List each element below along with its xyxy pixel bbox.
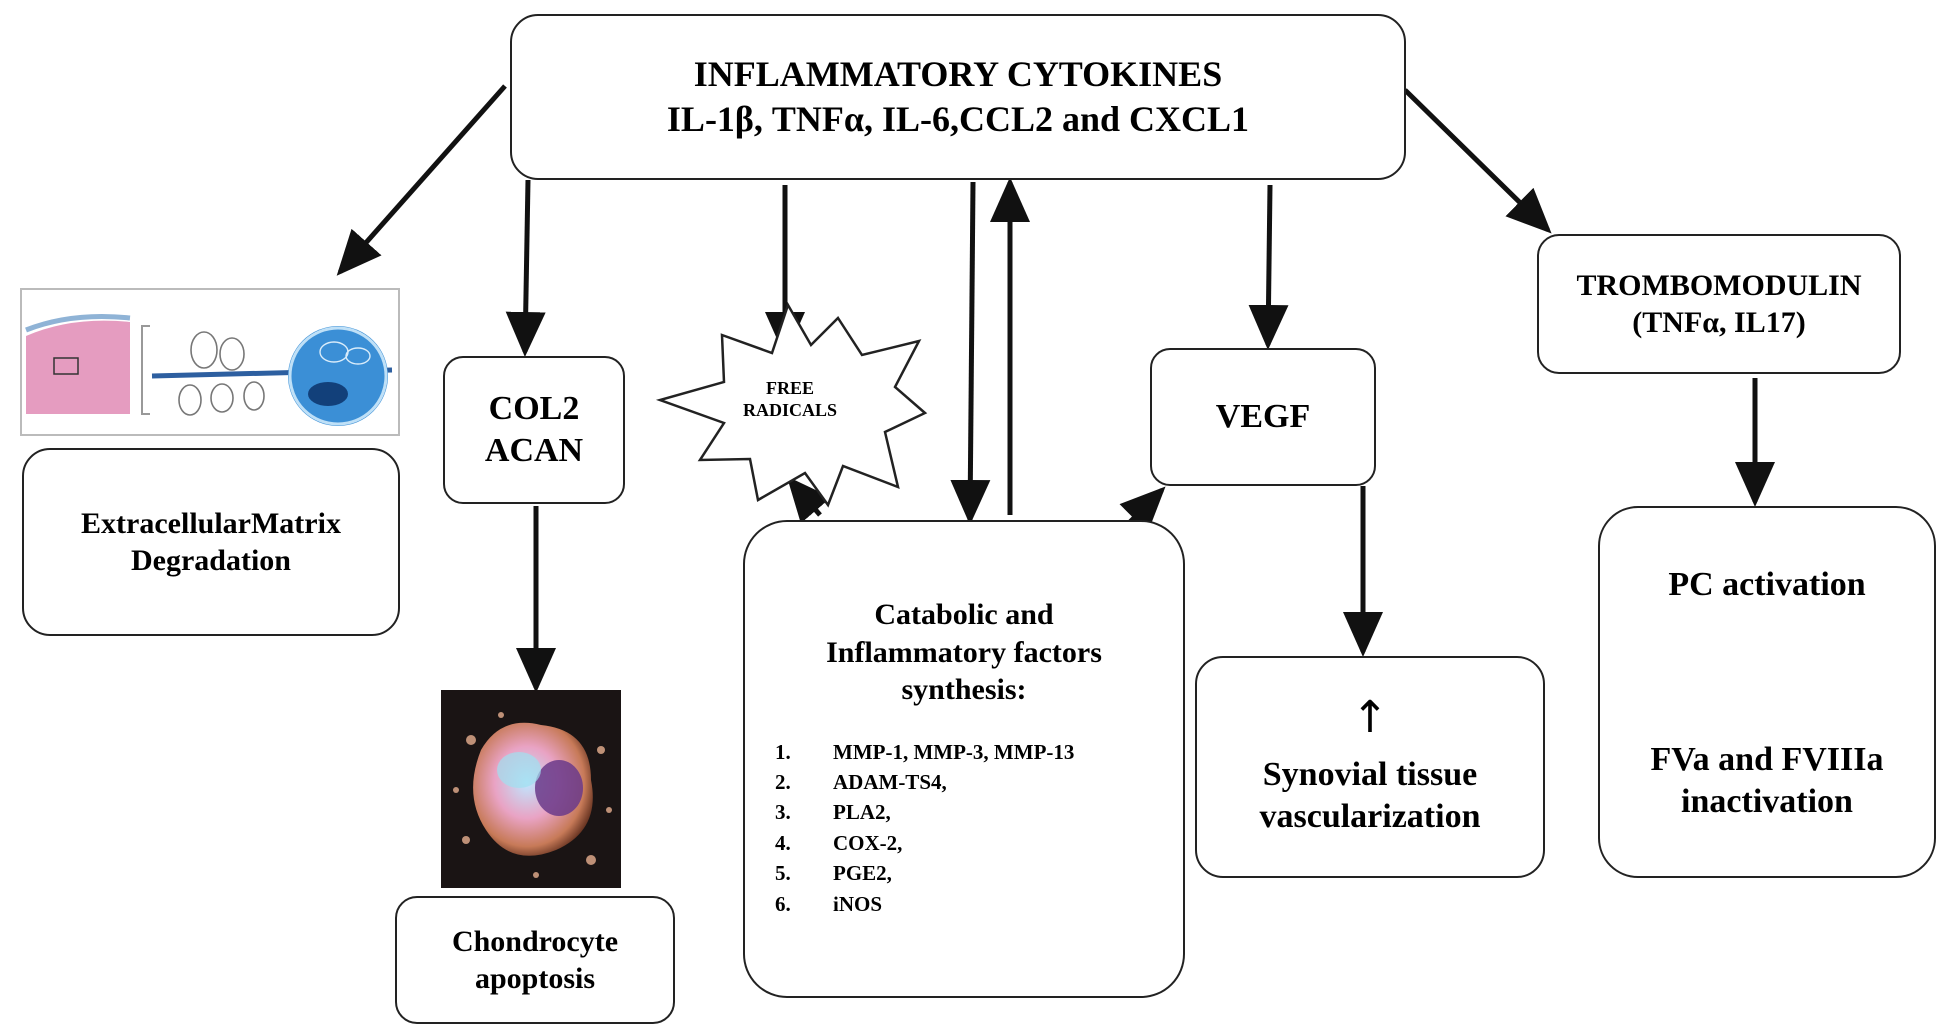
catabolic-line1: Catabolic and — [874, 598, 1054, 631]
catabolic-line2: Inflammatory factors — [826, 635, 1102, 669]
ecm-line1: ExtracellularMatrix — [81, 506, 341, 540]
list-item: 3.PLA2, — [775, 800, 891, 825]
arrow-cytokines-to-trombomodulin — [1403, 88, 1552, 234]
cytokines-title: INFLAMMATORY CYTOKINES — [693, 54, 1223, 94]
free-radicals-starburst — [655, 301, 928, 508]
arrow-catabolic-to-free-radicals — [786, 476, 832, 524]
synovial-vascularization-box: ↑ Synovial tissue vascularization — [1195, 656, 1545, 878]
ecm-line2: Degradation — [131, 544, 291, 577]
chondrocyte-apoptosis-box: Chondrocyte apoptosis — [395, 896, 675, 1024]
cytokines-box: INFLAMMATORY CYTOKINES IL-1β, TNFα, IL-6… — [510, 14, 1406, 180]
arrow-cytokines-to-ecm — [336, 84, 507, 276]
vegf-label: VEGF — [1215, 397, 1311, 435]
arrow-cytokines-to-catabolic — [950, 181, 991, 525]
arrow-catabolic-to-vegf — [1119, 486, 1166, 533]
list-item: 6.iNOS — [775, 891, 883, 916]
pc-activation-box: PC activation FVa and FVIIIa inactivatio… — [1598, 506, 1936, 878]
vegf-box: VEGF — [1150, 348, 1376, 486]
arrow-cytokines-to-vegf — [1248, 184, 1289, 350]
ecm-degradation-box: ExtracellularMatrix Degradation — [22, 448, 400, 636]
catabolic-factors-box: Catabolic and Inflammatory factors synth… — [743, 520, 1185, 998]
trombomodulin-box: TROMBOMODULIN (TNFα, IL17) — [1537, 234, 1901, 374]
free-radicals-line2: RADICALS — [742, 399, 838, 420]
list-item: 1.MMP-1, MMP-3, MMP-13 — [775, 739, 1075, 764]
catabolic-factor-list: 1.MMP-1, MMP-3, MMP-13 2.ADAM-TS4, 3.PLA… — [745, 737, 1074, 920]
list-item: 5.PGE2, — [775, 861, 892, 886]
arrow-cytokines-to-col2 — [505, 179, 546, 357]
synovial-line1: Synovial tissue — [1262, 755, 1478, 793]
chondro-line1: Chondrocyte — [451, 924, 619, 958]
ecm-illustration — [20, 288, 400, 436]
free-radicals-line1: FREE — [765, 378, 814, 398]
increase-arrow-icon: ↑ — [1351, 691, 1389, 743]
cytokines-list: IL-1β, TNFα, IL-6,CCL2 and CXCL1 — [666, 99, 1250, 139]
col2-line2: ACAN — [484, 432, 584, 469]
col2-acan-box: COL2 ACAN — [443, 356, 625, 504]
trombo-line1: TROMBOMODULIN — [1576, 268, 1862, 302]
list-item: 2.ADAM-TS4, — [775, 769, 947, 794]
synovial-line2: vascularization — [1259, 798, 1481, 835]
col2-line1: COL2 — [488, 389, 580, 427]
list-item: 4.COX-2, — [775, 830, 903, 855]
trombo-line2: (TNFα, IL17) — [1632, 306, 1806, 339]
pc-line3: inactivation — [1681, 783, 1853, 820]
chondro-line2: apoptosis — [474, 962, 596, 995]
chondrocyte-illustration — [441, 690, 621, 888]
pc-line1: PC activation — [1668, 566, 1866, 603]
pc-line2: FVa and FVIIIa — [1650, 740, 1884, 778]
catabolic-line3: synthesis: — [901, 673, 1027, 706]
free-radicals-label: FREE RADICALS — [730, 378, 850, 421]
